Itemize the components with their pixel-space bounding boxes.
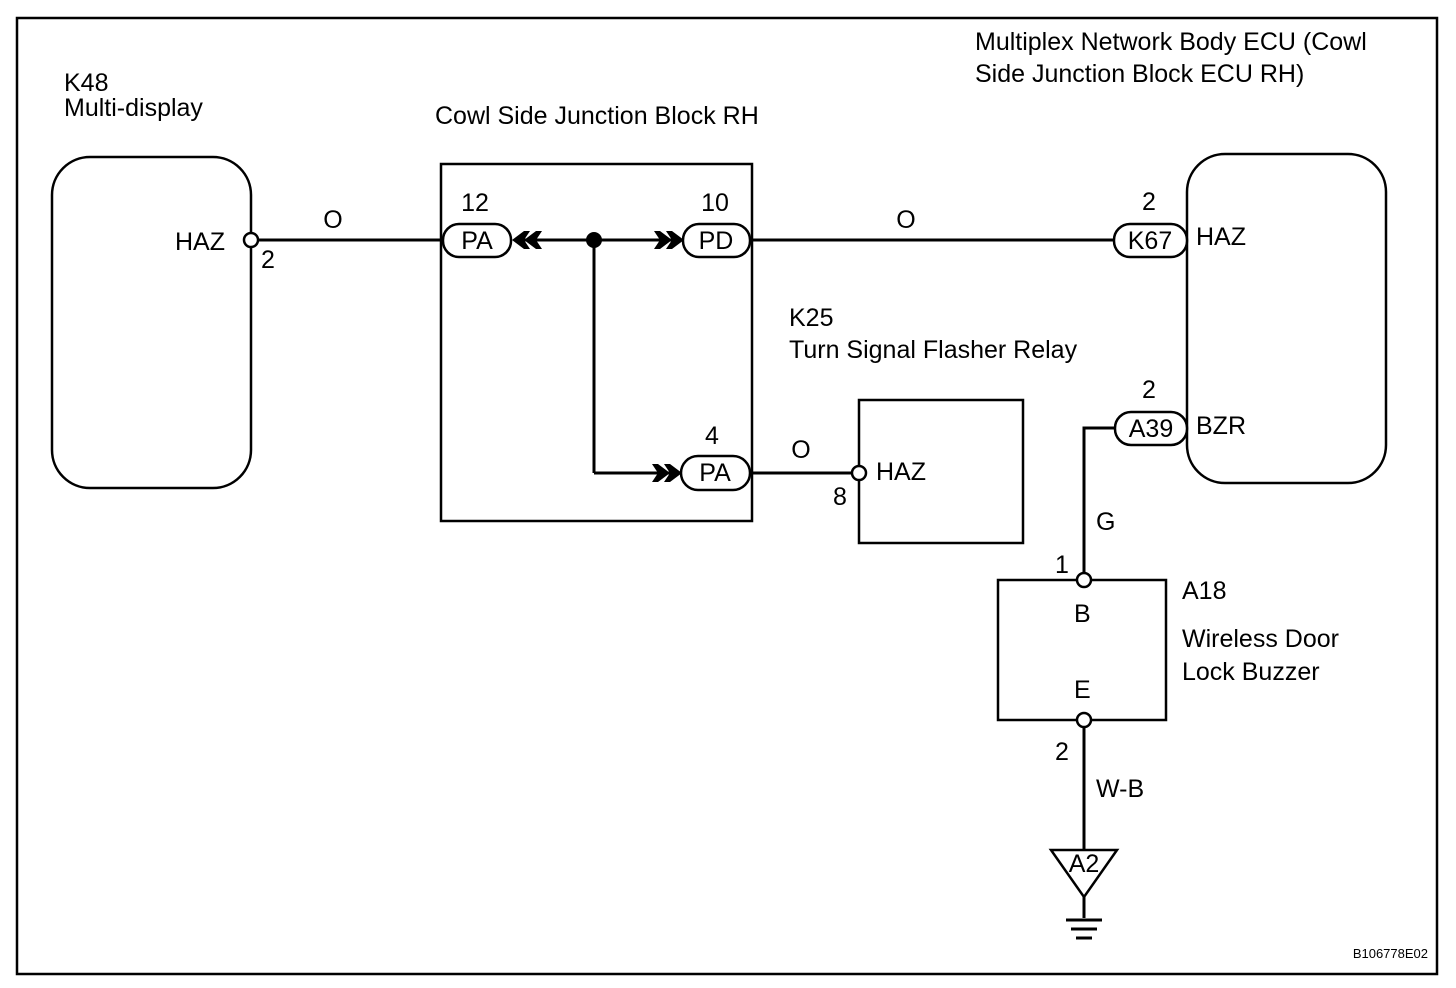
body-ecu-box [1185,152,1388,485]
connector-k67 [1112,222,1189,259]
buzzer-name-line2: Lock Buzzer [1182,658,1320,686]
multi-display-component: K48 Multi-display HAZ 2 [50,69,275,490]
drawing-id: B106778E02 [1353,946,1428,961]
multi-display-code: K48 [64,69,108,97]
junction-block-name: Cowl Side Junction Block RH [435,102,759,130]
wire-ecu-to-buzzer [1082,426,1116,574]
wire-color-labels: O O O G W-B [323,206,1144,803]
flasher-relay-code: K25 [789,304,833,332]
arrow-pa12 [512,231,530,249]
flasher-relay-pin: 8 [833,483,847,511]
connector-a39 [1113,410,1189,447]
pin-display-haz [242,231,260,249]
arrow-pd10 [666,231,684,249]
connector-pa-4-label: PA [699,459,731,487]
wires [257,238,1116,850]
buzzer-pin-b: 1 [1055,551,1069,579]
ground-triangle [1048,848,1120,900]
flasher-relay-component: K25 Turn Signal Flasher Relay HAZ 8 [789,304,1078,545]
wire-label-display-to-jb: O [323,206,342,234]
arrow-pa4 [664,464,682,482]
connector-pa-12-pin: 12 [461,189,489,217]
flasher-relay-haz-terminal: HAZ [876,458,926,486]
connector-a39-label: A39 [1129,415,1173,443]
connector-k67-pin: 2 [1142,188,1156,216]
multi-display-box [50,155,253,490]
connector-pa-4 [679,454,752,492]
arrow-pd10-b [654,231,672,249]
multi-display-name: Multi-display [64,94,203,122]
connector-pd-10 [681,222,752,259]
arrow-pa12-b [524,231,542,249]
flasher-relay-name: Turn Signal Flasher Relay [789,336,1078,364]
terminal-pins [242,231,1093,729]
body-ecu-component: Multiplex Network Body ECU (Cowl Side Ju… [975,28,1388,485]
multi-display-pin: 2 [261,246,275,274]
pin-buzzer-b [1075,571,1093,589]
buzzer-code: A18 [1182,577,1226,605]
pin-relay-haz [850,464,868,482]
buzzer-box [996,578,1168,722]
connectors: PA 12 PD 10 PA 4 K67 2 A39 2 [441,188,1189,492]
wire-label-jb-to-ecu: O [896,206,915,234]
buzzer-terminal-e: E [1074,676,1091,704]
buzzer-terminal-b: B [1074,600,1091,628]
ground-a2: A2 [1048,848,1120,940]
wire-label-buzzer-to-ground: W-B [1096,775,1144,803]
arrow-pa4-b [652,464,670,482]
body-ecu-name-line2: Side Junction Block ECU RH) [975,60,1304,88]
buzzer-name-line1: Wireless Door [1182,625,1339,653]
body-ecu-haz-terminal: HAZ [1196,223,1246,251]
connector-k67-label: K67 [1128,227,1172,255]
connector-a39-pin: 2 [1142,376,1156,404]
body-ecu-bzr-terminal: BZR [1196,412,1246,440]
wire-label-jb-to-relay: O [791,436,810,464]
body-ecu-name-line1: Multiplex Network Body ECU (Cowl [975,28,1367,56]
buzzer-pin-e: 2 [1055,738,1069,766]
wire-label-ecu-to-buzzer: G [1096,508,1115,536]
connector-pa-4-pin: 4 [705,422,719,450]
diagram-frame [15,16,1439,976]
connector-pd-10-pin: 10 [701,189,729,217]
connector-pd-10-label: PD [699,227,734,255]
splice-point [586,232,602,248]
connector-pa-12-label: PA [461,227,493,255]
connector-pa-12 [441,222,513,259]
multi-display-haz-terminal: HAZ [175,228,225,256]
terminal-arrows [512,231,684,482]
pin-buzzer-e [1075,711,1093,729]
flasher-relay-box [857,398,1025,545]
buzzer-component: A18 Wireless Door Lock Buzzer B E 1 2 [996,551,1339,766]
ground-label: A2 [1069,850,1100,878]
